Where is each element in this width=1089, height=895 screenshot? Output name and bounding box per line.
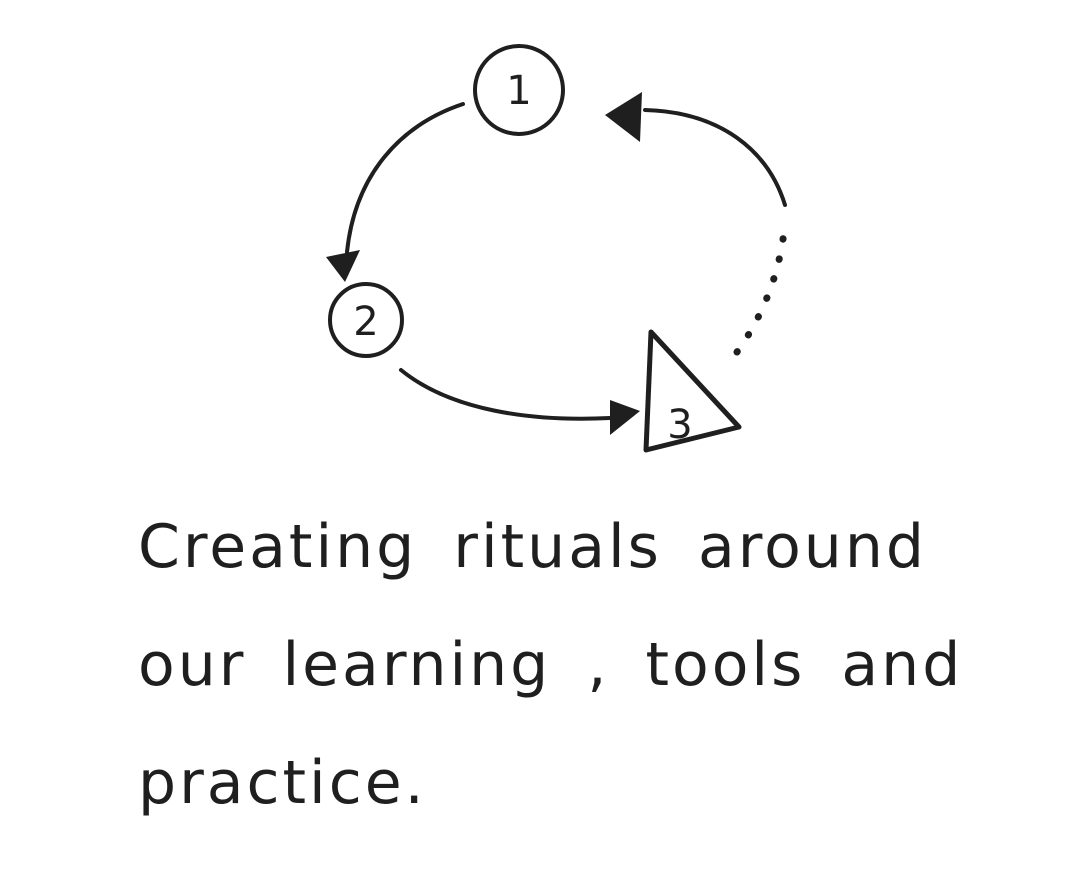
arrowhead-to-3 bbox=[610, 400, 640, 435]
edge-2-to-3 bbox=[399, 368, 640, 435]
edge-3-to-1 bbox=[605, 92, 788, 356]
node-step-1: 1 bbox=[473, 44, 565, 136]
node-step-3-label: 3 bbox=[667, 402, 692, 448]
caption-line-2: our learning , tools and bbox=[138, 630, 964, 700]
node-step-2: 2 bbox=[328, 282, 404, 358]
node-step-3: 3 bbox=[643, 329, 742, 453]
caption-line-1: Creating rituals around bbox=[138, 512, 927, 582]
arrowhead-to-2 bbox=[326, 250, 360, 282]
caption-line-3: practice. bbox=[138, 748, 427, 818]
node-step-2-label: 2 bbox=[353, 299, 378, 345]
edge-1-to-2 bbox=[326, 102, 465, 282]
caption-text: Creating rituals around our learning , t… bbox=[138, 488, 968, 842]
arrowhead-to-1 bbox=[605, 92, 642, 142]
node-step-1-label: 1 bbox=[506, 68, 531, 114]
